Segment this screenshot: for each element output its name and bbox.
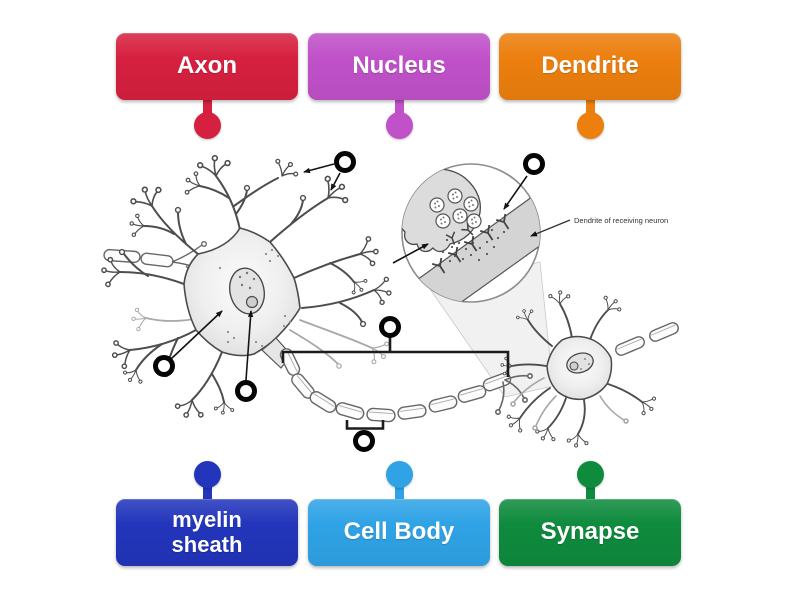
drop-target-dendrites[interactable] <box>334 151 356 173</box>
label-text: Nucleus <box>352 52 446 80</box>
drop-target-cell-body[interactable] <box>153 355 175 377</box>
receiving-axon <box>615 322 679 356</box>
axon-bracket <box>281 337 510 377</box>
label-chip-cell-body[interactable]: Cell Body <box>308 461 490 600</box>
label-text: Dendrite <box>541 52 639 80</box>
axon-terminal <box>494 372 533 415</box>
label-text: Axon <box>177 52 237 80</box>
nucleolus <box>245 295 259 309</box>
synapse-inset: Dendrite of receiving neuron <box>392 163 668 303</box>
drop-target-nucleus[interactable] <box>235 380 257 402</box>
label-box[interactable]: Axon <box>116 33 298 100</box>
label-text: Cell Body <box>343 518 455 546</box>
label-stem <box>202 97 212 117</box>
label-text: myelin sheath <box>171 506 243 557</box>
pointer-arrows <box>170 163 528 381</box>
label-box[interactable]: myelin sheath <box>116 499 298 566</box>
label-stem <box>202 481 212 501</box>
dendrite-label-leader <box>530 219 571 237</box>
label-knob <box>385 461 413 488</box>
drop-target-synapse[interactable] <box>523 153 545 175</box>
label-stem <box>585 97 595 117</box>
label-stem <box>394 481 404 501</box>
label-knob <box>193 112 221 139</box>
receiving-neuron <box>499 288 679 448</box>
label-chip-axon[interactable]: Axon <box>116 33 298 173</box>
terminal-pointer-arrow <box>392 243 429 264</box>
label-knob <box>385 112 413 139</box>
label-chip-synapse[interactable]: Synapse <box>499 461 681 600</box>
label-text: Synapse <box>540 518 640 546</box>
inset-label-text: Dendrite of receiving neuron <box>574 216 668 225</box>
label-stem <box>394 97 404 117</box>
dendrites <box>100 151 392 421</box>
drop-target-axon[interactable] <box>379 316 401 338</box>
myelin-bracket <box>345 420 385 430</box>
label-chip-myelin-sheath[interactable]: myelin sheath <box>116 461 298 600</box>
label-box[interactable]: Dendrite <box>499 33 681 100</box>
label-knob <box>576 112 604 139</box>
neurotransmitter-dots <box>441 228 506 263</box>
label-chip-nucleus[interactable]: Nucleus <box>308 33 490 173</box>
label-box[interactable]: Synapse <box>499 499 681 566</box>
label-stem <box>585 481 595 501</box>
drop-target-myelin-sheath[interactable] <box>353 430 375 452</box>
label-box[interactable]: Cell Body <box>308 499 490 566</box>
cytoplasm-speckles <box>218 248 292 348</box>
myelin-sheath-segments <box>279 348 512 423</box>
label-knob <box>193 461 221 488</box>
nucleus-speckles <box>238 271 256 290</box>
label-chip-dendrite[interactable]: Dendrite <box>499 33 681 173</box>
label-box[interactable]: Nucleus <box>308 33 490 100</box>
label-knob <box>576 461 604 488</box>
main-neuron <box>100 151 393 421</box>
